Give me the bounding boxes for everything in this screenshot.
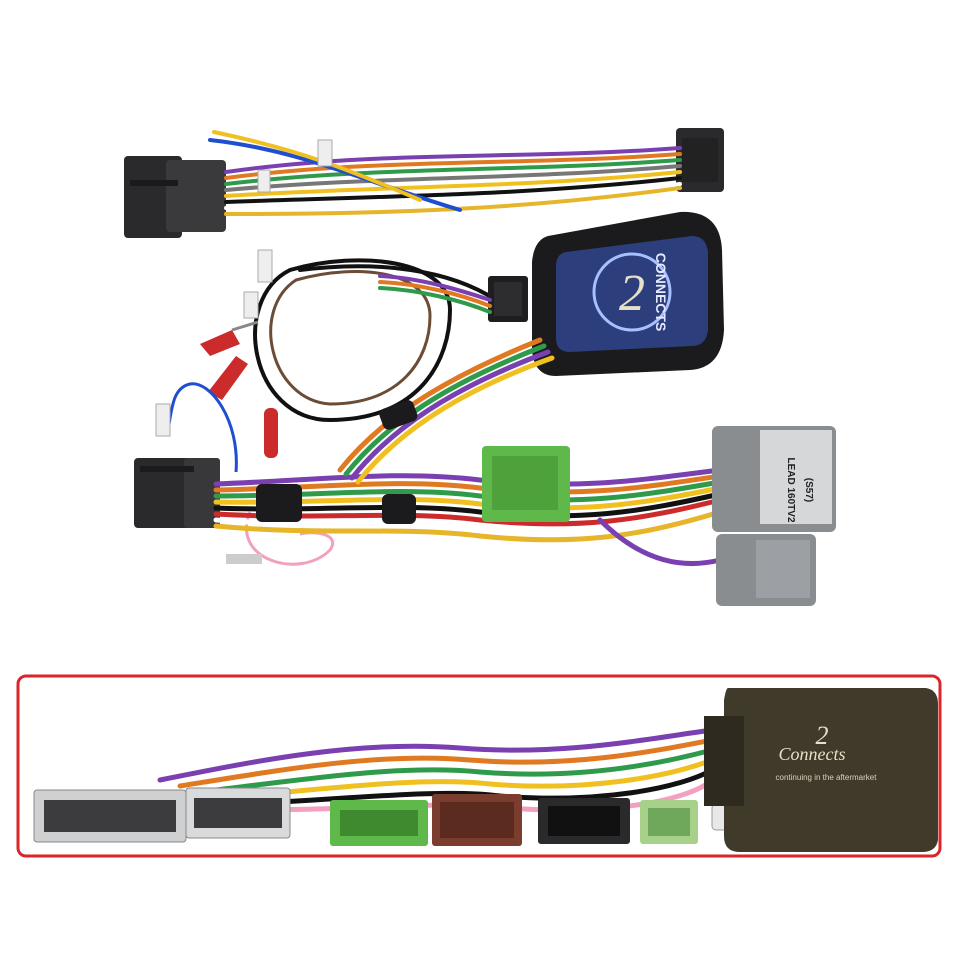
pink-wire <box>245 511 334 566</box>
blue-wire <box>166 382 238 473</box>
loop-wire-tag-2 <box>243 291 259 319</box>
small-black-connector <box>488 276 528 322</box>
top-wire-bundle <box>208 130 682 216</box>
loop-wires <box>253 258 498 423</box>
tape-wrap-2 <box>382 494 416 524</box>
main-grey-connector-bottom <box>716 534 816 606</box>
inset-black-connector-slot <box>548 806 620 836</box>
module-logo-numeral: 2 <box>619 265 645 322</box>
lead-label-line2: (S57) <box>803 478 814 502</box>
inset-module-logo-numeral: 2 <box>816 721 829 750</box>
interface-module: 2 CONNECTS <box>532 211 724 376</box>
tape-wrap-3 <box>379 400 418 430</box>
blue-wire-terminal <box>155 403 171 437</box>
tape-wrap-1 <box>256 484 302 522</box>
top-wire-tag-2 <box>257 169 271 193</box>
inset-green-connector-1-slot <box>340 810 418 836</box>
module-brand-text: CONNECTS <box>653 253 669 332</box>
inset-module: 2 Connects continuing in the aftermarket <box>704 688 938 852</box>
main-grey-connector-top: LEAD 160TV2 (S57) <box>712 426 836 532</box>
loop-wire-tag <box>257 249 273 283</box>
loop-wire-bundle <box>378 274 492 314</box>
inset-grey-connector-1-slot <box>44 800 176 832</box>
red-terminals <box>200 320 278 458</box>
top-left-black-connector <box>124 156 226 238</box>
inset-green-connector-2-slot <box>648 808 690 836</box>
inset-module-brand: Connects <box>779 744 846 764</box>
module-logo-ring <box>592 252 672 332</box>
top-right-black-connector <box>676 128 724 192</box>
module-logo-panel <box>556 236 708 352</box>
inset-module-tagline: continuing in the aftermarket <box>776 773 878 782</box>
top-wire-tag <box>317 139 333 167</box>
lead-label-line1: LEAD 160TV2 <box>785 457 796 522</box>
inset-grey-connector-2-slot <box>194 798 282 828</box>
inset-brown-connector-slot <box>440 802 514 838</box>
main-wire-bundle <box>213 337 723 567</box>
pink-wire-terminal <box>226 554 262 564</box>
main-left-black-connector <box>134 458 220 528</box>
main-green-connector <box>482 446 570 522</box>
